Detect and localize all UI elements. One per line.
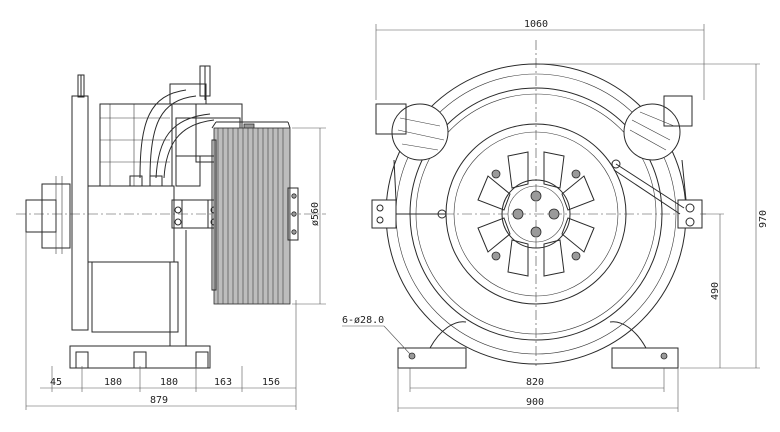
dim-side-seg-5: 156 (262, 377, 280, 388)
front-foot-right (611, 347, 679, 369)
front-foot-left (397, 347, 467, 369)
dim-front-base-width: 900 (526, 397, 544, 408)
traction-sheave-side (211, 121, 299, 305)
dim-front-overall-width: 1060 (524, 19, 548, 30)
dim-front-height: 970 (758, 210, 769, 228)
dim-front-shaft-height: 490 (710, 282, 721, 300)
dim-side-overall: 879 (150, 395, 168, 406)
side-base (69, 345, 211, 369)
dim-side-seg-4: 163 (214, 377, 232, 388)
dim-side-seg-2: 180 (104, 377, 122, 388)
dim-side-seg-3: 180 (160, 377, 178, 388)
brake-right (611, 95, 703, 229)
sheave-spokes (477, 151, 595, 277)
hub (501, 179, 571, 249)
dim-side-seg-1: 45 (50, 377, 62, 388)
front-view: 1060 970 490 820 900 6-ø28.0 (342, 19, 769, 412)
motor-body (87, 185, 175, 263)
back-plate (71, 95, 89, 331)
side-view: ø560 45 180 180 163 156 879 (16, 65, 326, 410)
shaft-stub (25, 199, 57, 233)
dim-mounting-holes: 6-ø28.0 (342, 315, 384, 326)
dim-sheave-diameter: ø560 (310, 202, 321, 226)
brake-left (371, 103, 449, 229)
dim-front-hole-spacing: 820 (526, 377, 544, 388)
